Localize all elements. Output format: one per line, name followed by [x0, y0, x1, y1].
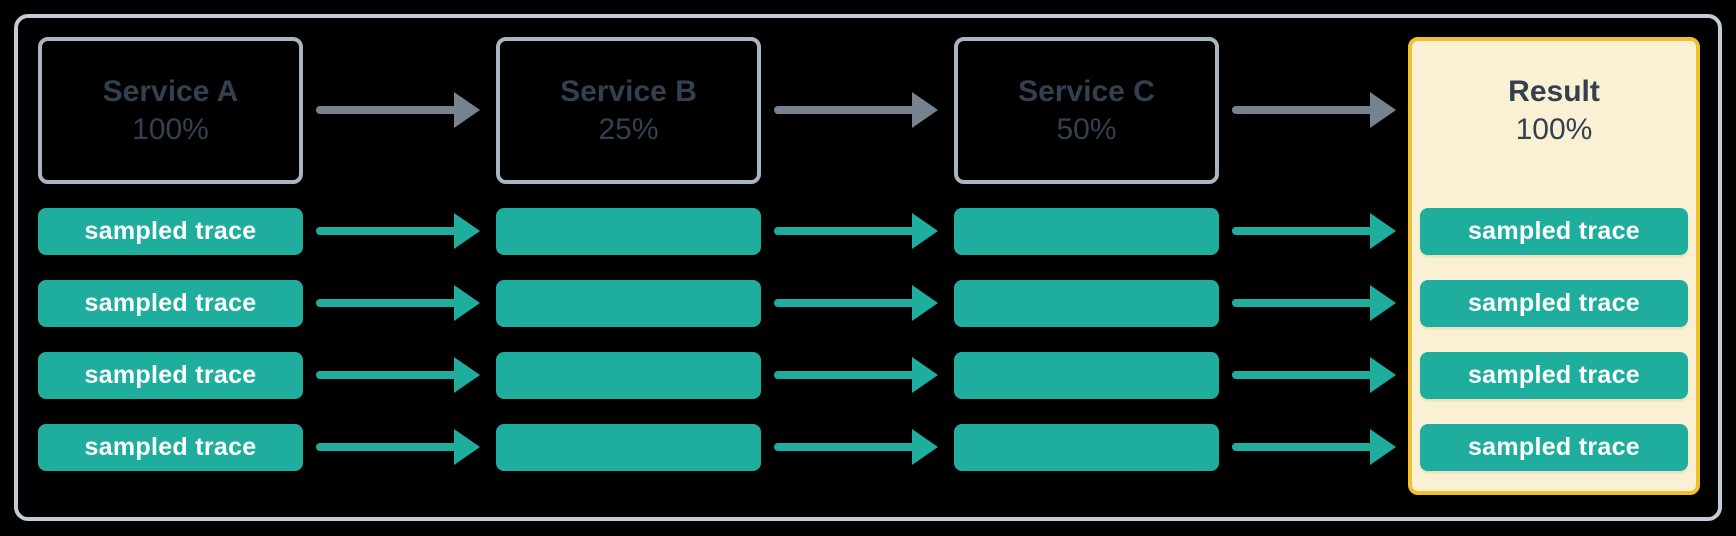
arrow-shaft: [1232, 299, 1374, 307]
arrow-shaft: [1232, 106, 1374, 114]
arrow-shaft: [316, 371, 458, 379]
flow-arrow-b-c: [774, 92, 938, 128]
service-a-name: Service A: [102, 74, 239, 108]
service-b-rate: 25%: [598, 112, 659, 146]
arrow-shaft: [1232, 371, 1374, 379]
trace-pill-c-3: [954, 352, 1219, 399]
trace-arrow-c-result-3: [1232, 357, 1396, 393]
arrow-head-icon: [1370, 357, 1396, 393]
trace-pill-c-4: [954, 424, 1219, 471]
trace-pill-label: sampled trace: [1467, 289, 1641, 317]
trace-pill-b-4: [496, 424, 761, 471]
arrow-head-icon: [912, 285, 938, 321]
trace-pill-result-3: sampled trace: [1420, 352, 1688, 399]
trace-arrow-b-c-3: [774, 357, 938, 393]
service-a-rate: 100%: [132, 112, 209, 146]
trace-arrow-a-b-1: [316, 213, 480, 249]
arrow-head-icon: [454, 429, 480, 465]
arrow-head-icon: [1370, 92, 1396, 128]
trace-arrow-c-result-4: [1232, 429, 1396, 465]
service-a-box: Service A 100%: [38, 37, 303, 184]
service-b-box: Service B 25%: [496, 37, 761, 184]
trace-pill-result-1: sampled trace: [1420, 208, 1688, 255]
service-b-name: Service B: [560, 74, 697, 108]
trace-arrow-a-b-3: [316, 357, 480, 393]
trace-pill-c-1: [954, 208, 1219, 255]
trace-pill-a-1: sampled trace: [38, 208, 303, 255]
flow-arrow-c-result: [1232, 92, 1396, 128]
result-box: [1408, 37, 1700, 495]
flow-container: [14, 14, 1722, 521]
arrow-head-icon: [1370, 213, 1396, 249]
trace-pill-label: sampled trace: [1467, 361, 1641, 389]
trace-arrow-c-result-1: [1232, 213, 1396, 249]
arrow-head-icon: [1370, 429, 1396, 465]
arrow-shaft: [1232, 443, 1374, 451]
arrow-shaft: [316, 443, 458, 451]
trace-pill-label: sampled trace: [84, 289, 257, 317]
trace-pill-label: sampled trace: [1467, 217, 1641, 245]
arrow-shaft: [1232, 227, 1374, 235]
trace-pill-label: sampled trace: [84, 433, 257, 461]
trace-pill-c-2: [954, 280, 1219, 327]
trace-pill-label: sampled trace: [84, 217, 257, 245]
arrow-shaft: [774, 106, 916, 114]
arrow-head-icon: [454, 285, 480, 321]
service-c-rate: 50%: [1056, 112, 1117, 146]
arrow-shaft: [774, 371, 916, 379]
arrow-shaft: [774, 443, 916, 451]
trace-pill-a-4: sampled trace: [38, 424, 303, 471]
arrow-head-icon: [912, 429, 938, 465]
service-c-box: Service C 50%: [954, 37, 1219, 184]
arrow-head-icon: [454, 213, 480, 249]
trace-arrow-b-c-4: [774, 429, 938, 465]
arrow-head-icon: [1370, 285, 1396, 321]
trace-pill-b-3: [496, 352, 761, 399]
trace-pill-b-1: [496, 208, 761, 255]
trace-pill-label: sampled trace: [84, 361, 257, 389]
arrow-head-icon: [912, 357, 938, 393]
trace-pill-result-4: sampled trace: [1420, 424, 1688, 471]
result-rate: 100%: [1515, 112, 1593, 146]
trace-pill-a-3: sampled trace: [38, 352, 303, 399]
trace-arrow-a-b-4: [316, 429, 480, 465]
trace-pill-result-2: sampled trace: [1420, 280, 1688, 327]
arrow-head-icon: [454, 92, 480, 128]
arrow-shaft: [316, 106, 458, 114]
result-name: Result: [1508, 74, 1600, 108]
result-title-block: Result 100%: [1408, 37, 1700, 184]
trace-arrow-a-b-2: [316, 285, 480, 321]
trace-arrow-b-c-1: [774, 213, 938, 249]
trace-arrow-b-c-2: [774, 285, 938, 321]
trace-pill-b-2: [496, 280, 761, 327]
flow-arrow-a-b: [316, 92, 480, 128]
arrow-head-icon: [912, 92, 938, 128]
arrow-shaft: [316, 299, 458, 307]
arrow-shaft: [774, 227, 916, 235]
arrow-head-icon: [454, 357, 480, 393]
trace-arrow-c-result-2: [1232, 285, 1396, 321]
trace-pill-a-2: sampled trace: [38, 280, 303, 327]
arrow-shaft: [316, 227, 458, 235]
trace-pill-label: sampled trace: [1467, 433, 1641, 461]
arrow-shaft: [774, 299, 916, 307]
service-c-name: Service C: [1018, 74, 1155, 108]
arrow-head-icon: [912, 213, 938, 249]
